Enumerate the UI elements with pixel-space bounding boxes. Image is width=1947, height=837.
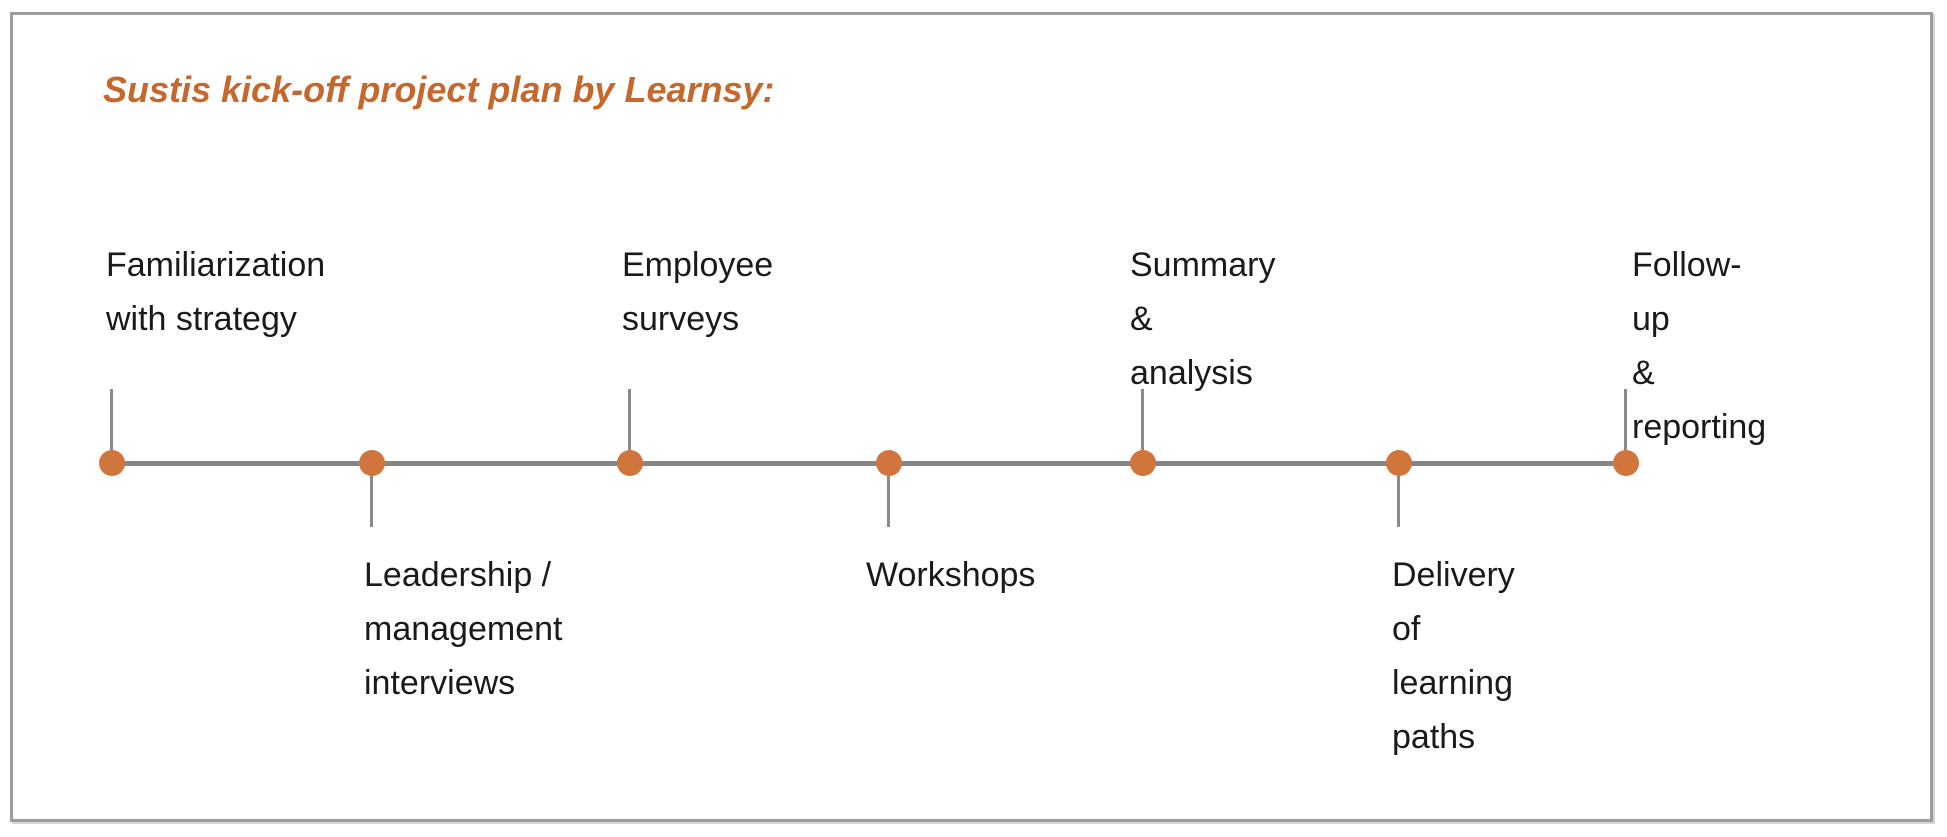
milestone-tick	[1397, 476, 1400, 527]
slide-frame	[10, 12, 1933, 822]
milestone-dot	[99, 450, 125, 476]
milestone-label: Familiarization with strategy	[106, 246, 326, 338]
milestone-dot	[617, 450, 643, 476]
milestone-dot	[359, 450, 385, 476]
milestone-dot	[1130, 450, 1156, 476]
milestone-tick	[628, 389, 631, 451]
milestone-label: Delivery of learning paths	[1392, 556, 1515, 756]
milestone-dot	[1613, 450, 1639, 476]
milestone-tick	[1141, 389, 1144, 451]
milestone-label: Summary & analysis	[1130, 246, 1276, 392]
milestone-tick	[1624, 389, 1627, 451]
milestone-label: Leadership / management interviews	[364, 556, 563, 702]
milestone-tick	[110, 389, 113, 451]
milestone-label: Employee surveys	[622, 246, 774, 338]
milestone-label: Follow-up & reporting	[1632, 246, 1767, 446]
timeline-line	[112, 461, 1626, 466]
milestone-tick	[370, 476, 373, 527]
page-title: Sustis kick-off project plan by Learnsy:	[103, 69, 775, 110]
milestone-dot	[1386, 450, 1412, 476]
milestone-dot	[876, 450, 902, 476]
milestone-label: Workshops	[866, 556, 1036, 594]
milestone-tick	[887, 476, 890, 527]
